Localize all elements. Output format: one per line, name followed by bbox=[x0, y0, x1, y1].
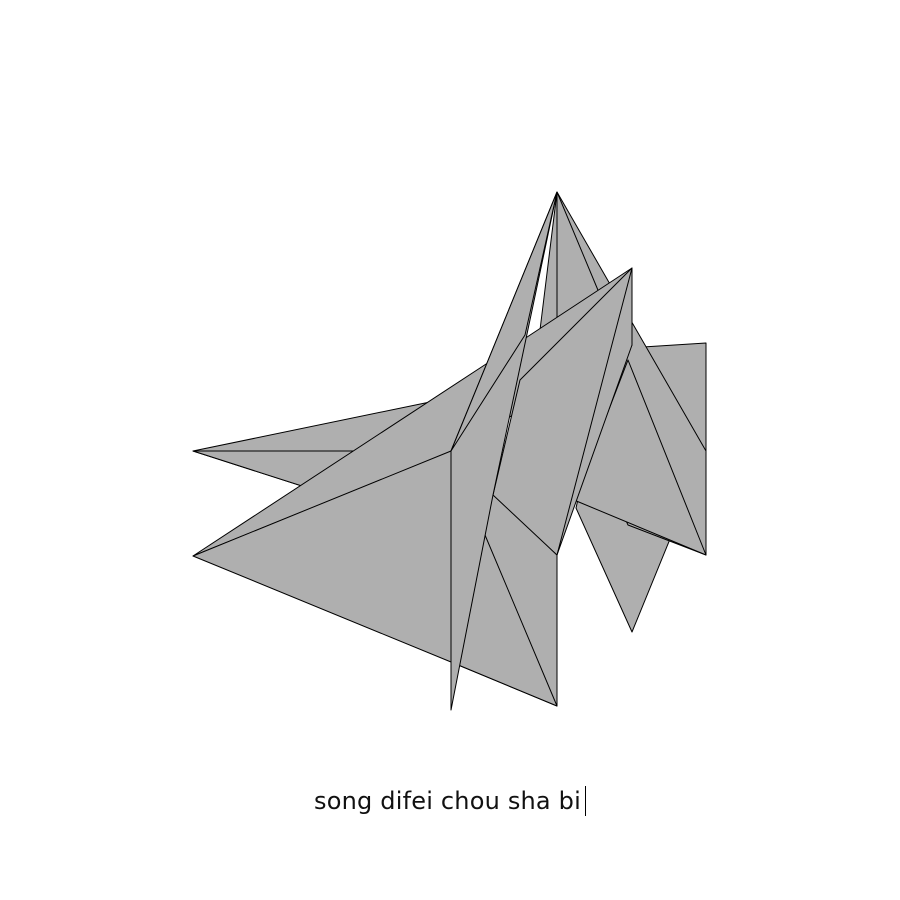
tangram-piece-right-sliver bbox=[556, 267, 633, 556]
answer-input[interactable]: song difei chou sha bi bbox=[314, 787, 581, 815]
tangram-piece-center-spike-fold bbox=[450, 191, 558, 452]
answer-row[interactable]: song difei chou sha bi bbox=[0, 781, 900, 821]
text-caret bbox=[584, 786, 586, 816]
